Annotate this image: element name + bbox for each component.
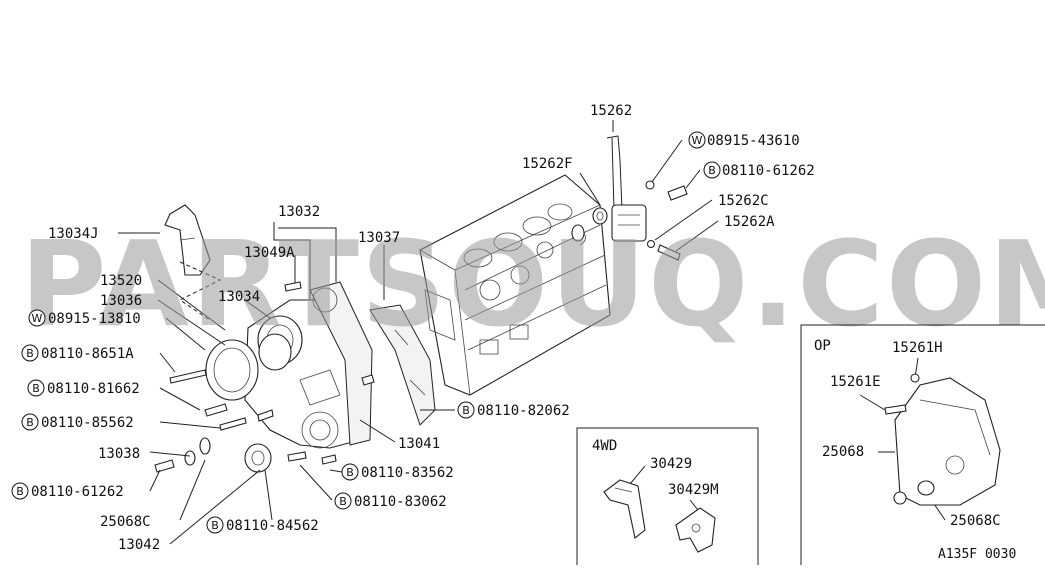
label-08915-43610[interactable]: 08915-43610 [707,133,800,149]
bolt-marker [21,344,39,362]
washer-marker [688,131,706,149]
inset-4wd-title: 4WD [592,438,617,454]
label-13036[interactable]: 13036 [100,293,142,309]
label-25068[interactable]: 25068 [822,444,864,460]
label-08110-84562[interactable]: 08110-84562 [226,518,319,534]
washer-marker-text: W [692,134,703,147]
bolt-marker-text: B [211,519,219,532]
watermark-text: PARTSOUQ.COM [20,215,1045,353]
washer-marker [28,309,46,327]
label-08110-61262-top[interactable]: 08110-61262 [722,163,815,179]
label-13041[interactable]: 13041 [398,436,440,452]
bolt-marker [341,463,359,481]
label-13049A[interactable]: 13049A [244,245,295,261]
inset-op: OP 15261H 15261E 25068 25068C A135F 0030 [800,324,1045,565]
label-13520[interactable]: 13520 [100,273,142,289]
diagram-code: A135F 0030 [938,547,1016,562]
label-08110-61262-bottom[interactable]: 08110-61262 [31,484,124,500]
bolt-marker [703,161,721,179]
label-13042[interactable]: 13042 [118,537,160,553]
label-15261E[interactable]: 15261E [830,374,881,390]
label-08110-8651A[interactable]: 08110-8651A [41,346,134,362]
label-08110-82062[interactable]: 08110-82062 [477,403,570,419]
bolt-marker-text: B [26,416,34,429]
bolt-marker-text: B [339,495,347,508]
label-13034J[interactable]: 13034J [48,226,99,242]
label-15262[interactable]: 15262 [590,103,632,119]
label-08110-81662[interactable]: 08110-81662 [47,381,140,397]
timing-cover-drawing [154,204,436,473]
bolt-marker-text: B [26,347,34,360]
label-25068C[interactable]: 25068C [100,514,151,530]
inset-4wd: 4WD 30429 30429M [576,427,759,565]
bolt-marker [27,379,45,397]
label-08110-83062[interactable]: 08110-83062 [354,494,447,510]
label-08110-85562[interactable]: 08110-85562 [41,415,134,431]
inset-op-title: OP [814,338,831,354]
leader-lines [118,120,719,545]
bolt-marker-text: B [708,164,716,177]
label-15262C[interactable]: 15262C [718,193,769,209]
bolt-marker [21,413,39,431]
bolt-marker-text: B [462,404,470,417]
label-30429[interactable]: 30429 [650,456,692,472]
label-13034[interactable]: 13034 [218,289,260,305]
label-13037[interactable]: 13037 [358,230,400,246]
label-15261H[interactable]: 15261H [892,340,943,356]
engine-block-drawing [419,174,611,396]
label-15262F[interactable]: 15262F [522,156,573,172]
bolt-marker [334,492,352,510]
bolt-marker-text: B [32,382,40,395]
bolt-marker-text: B [16,485,24,498]
label-13032[interactable]: 13032 [278,204,320,220]
part-labels: 15262 15262F W 08915-43610 B 08110-61262… [11,103,815,553]
label-30429M[interactable]: 30429M [668,482,719,498]
label-13038[interactable]: 13038 [98,446,140,462]
bolt-marker [11,482,29,500]
bolt-marker [206,516,224,534]
label-08915-13810[interactable]: 08915-13810 [48,311,141,327]
label-25068C-op[interactable]: 25068C [950,513,1001,529]
label-08110-83562[interactable]: 08110-83562 [361,465,454,481]
dipstick-drawing [571,135,688,261]
label-15262A[interactable]: 15262A [724,214,775,230]
bolt-marker-text: B [346,466,354,479]
bolt-marker [457,401,475,419]
washer-marker-text: W [32,312,43,325]
